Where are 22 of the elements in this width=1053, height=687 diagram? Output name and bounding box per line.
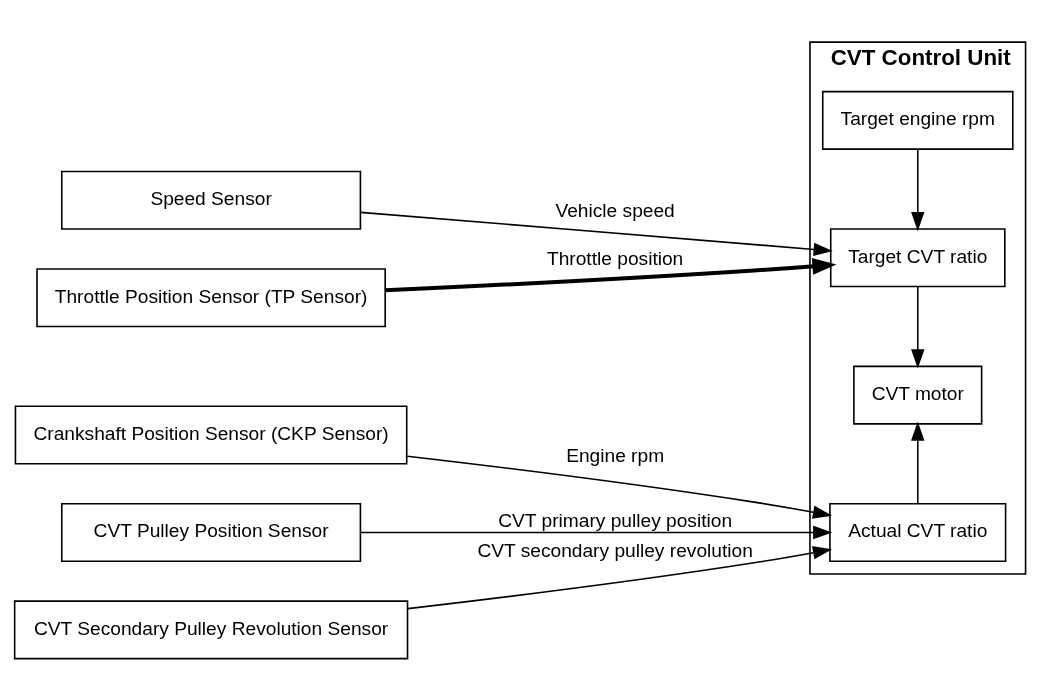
- edge-label: Throttle position: [546, 247, 684, 269]
- node-box: Speed Sensor: [60, 170, 362, 230]
- arrow: [911, 285, 925, 369]
- node-box: Throttle Position Sensor (TP Sensor): [36, 267, 386, 327]
- arrow: [911, 420, 925, 504]
- node-box: CVT Secondary Pulley Revolution Sensor: [13, 599, 409, 659]
- edge-label: CVT secondary pulley revolution: [477, 539, 753, 561]
- node-box: CVT motor: [853, 365, 983, 425]
- arrow: [407, 545, 833, 609]
- arrow: [406, 454, 833, 519]
- arrow: [385, 257, 837, 292]
- edge-label: CVT primary pulley position: [498, 509, 733, 531]
- arrow: [911, 147, 925, 231]
- edge-label: Engine rpm: [566, 444, 665, 466]
- node-box: Target CVT ratio: [829, 227, 1006, 287]
- arrow: [359, 525, 833, 539]
- node-box: Target engine rpm: [821, 90, 1014, 150]
- arrow: [359, 211, 833, 256]
- edge-label: Vehicle speed: [555, 199, 675, 221]
- node-box: Crankshaft Position Sensor (CKP Sensor): [14, 404, 408, 465]
- node-box: CVT Pulley Position Sensor: [60, 502, 362, 562]
- node-box: Actual CVT ratio: [829, 502, 1007, 562]
